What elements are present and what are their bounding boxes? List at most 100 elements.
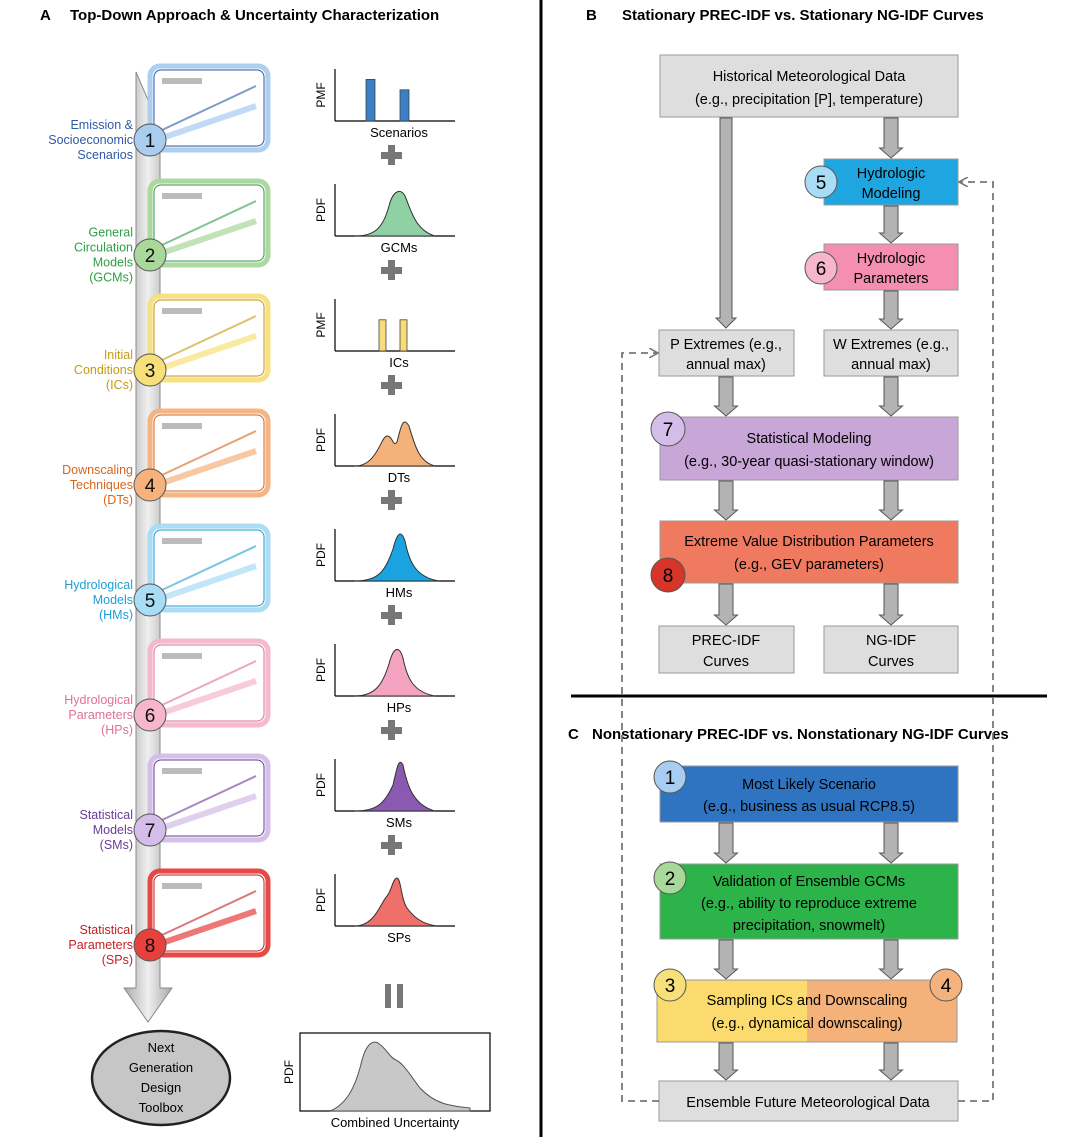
- arrow-stat-to-evd-left: [713, 480, 739, 521]
- panel-b: B Stationary PREC-IDF vs. Stationary NG-…: [586, 7, 984, 674]
- step-8-label-line-2: Parameters: [68, 938, 133, 952]
- sampling-line1: Sampling ICs and Downscaling: [707, 993, 908, 1009]
- step-1-number: 1: [145, 131, 156, 152]
- dist-dts: PDF DTs: [314, 414, 455, 485]
- hydrologic-parameters-line1: Hydrologic: [857, 251, 926, 267]
- badge-c-4: 4: [929, 968, 963, 1002]
- historical-data-title: Historical Meteorological Data: [713, 69, 907, 85]
- ng-idf-line1: NG-IDF: [866, 633, 916, 649]
- hydrologic-modeling-line2: Modeling: [862, 186, 921, 202]
- step-3-badge: 3: [133, 353, 167, 387]
- scenario-box: [659, 765, 959, 823]
- future-data-box: [658, 1080, 959, 1122]
- step-5-label-line-1: Hydrological: [64, 578, 133, 592]
- evd-parameters-line2: (e.g., GEV parameters): [734, 557, 884, 573]
- scenario-line2: (e.g., business as usual RCP8.5): [703, 799, 915, 815]
- dist-xlabel: DTs: [388, 470, 411, 485]
- regression-scatter-thumbnail: [147, 868, 271, 958]
- arrow-gcm-to-sampling-left: [713, 939, 739, 980]
- parameter-table-thumbnail: [147, 638, 271, 728]
- uncertainty-steps: Emission &SocioeconomicScenarios1General…: [48, 63, 271, 967]
- step-2-label-line-2: Circulation: [74, 241, 133, 255]
- hydrological-model-thumbnail: [147, 523, 271, 613]
- badge-5-num: 5: [816, 173, 827, 194]
- badge-5: 5: [804, 165, 838, 199]
- pdf-curve: [354, 877, 438, 927]
- dist-ylabel: PDF: [314, 428, 328, 452]
- badge-8-num: 8: [663, 566, 674, 587]
- combined-uncertainty-plot: PDF Combined Uncertainty: [282, 1032, 491, 1130]
- plus-sign: [381, 375, 402, 395]
- dist-ylabel: PDF: [314, 658, 328, 682]
- gcm-validation-box: [659, 863, 959, 940]
- dist-sms: PDF SMs: [314, 759, 455, 830]
- plus-sign: [381, 260, 402, 280]
- arrow-stat-to-evd-right: [878, 480, 904, 521]
- p-extremes-box: [658, 329, 795, 377]
- prec-idf-line1: PREC-IDF: [692, 633, 761, 649]
- step-3-number: 3: [145, 361, 156, 382]
- future-data-label: Ensemble Future Meteorological Data: [686, 1095, 930, 1111]
- badge-c-1-num: 1: [665, 768, 676, 789]
- scenarios-chart-thumbnail: [147, 63, 271, 153]
- step-4-label-line-2: Techniques: [70, 478, 133, 492]
- arrow-hydro-to-params: [878, 205, 904, 244]
- arrow-sampling-to-future-left: [713, 1042, 739, 1081]
- dist-xlabel: SPs: [387, 930, 411, 945]
- step-7-label-line-2: Models: [93, 823, 133, 837]
- historical-data-sub: (e.g., precipitation [P], temperature): [695, 92, 923, 108]
- toolbox-line-1: Next: [148, 1040, 175, 1055]
- design-toolbox-ellipse: Next Generation Design Toolbox: [90, 1029, 232, 1127]
- step-3-label-line-3: (ICs): [106, 378, 133, 392]
- step-5-number: 5: [145, 591, 156, 612]
- evd-parameters-line1: Extreme Value Distribution Parameters: [684, 534, 934, 550]
- hydrologic-parameters-box: [823, 243, 959, 291]
- panel-a-letter: A: [40, 7, 51, 24]
- badge-c-2: 2: [653, 861, 687, 895]
- combined-ylabel: PDF: [282, 1060, 296, 1084]
- arrow-scenario-to-gcm-right: [878, 822, 904, 864]
- arrow-evd-to-ng: [878, 583, 904, 626]
- hydrologic-modeling-box: [823, 158, 959, 206]
- dist-ylabel: PDF: [314, 198, 328, 222]
- toolbox-line-3: Design: [141, 1080, 181, 1095]
- dist-ylabel: PDF: [314, 773, 328, 797]
- ng-idf-line2: Curves: [868, 654, 914, 670]
- feedback-arrow-right: [958, 182, 994, 1102]
- pdf-curve: [354, 761, 436, 812]
- arrow-evd-to-prec: [713, 583, 739, 626]
- step-7-badge: 7: [133, 813, 167, 847]
- sampling-box-border: [656, 979, 958, 1043]
- step-1-label-line-1: Emission &: [70, 118, 133, 132]
- downscaling-grid-thumbnail: [147, 408, 271, 498]
- prec-idf-line2: Curves: [703, 654, 749, 670]
- plus-sign: [381, 490, 402, 510]
- badge-7: 7: [650, 411, 686, 447]
- badge-c-4-num: 4: [941, 976, 952, 997]
- initial-conditions-maps-thumbnail: [147, 293, 271, 383]
- step-5-label-line-2: Models: [93, 593, 133, 607]
- badge-c-3-num: 3: [665, 976, 676, 997]
- toolbox-line-4: Toolbox: [139, 1100, 184, 1115]
- step-1-label-line-2: Socioeconomic: [48, 133, 133, 147]
- pmf-bar: [365, 79, 376, 122]
- badge-6: 6: [804, 251, 838, 285]
- pmf-bar: [399, 319, 408, 352]
- statistical-modeling-line1: Statistical Modeling: [747, 431, 872, 447]
- dist-xlabel: SMs: [386, 815, 413, 830]
- step-8-label-line-3: (SPs): [102, 953, 133, 967]
- statistical-model-thumbnail: [147, 753, 271, 843]
- step-3-label-line-2: Conditions: [74, 363, 133, 377]
- panel-c-title: Nonstationary PREC-IDF vs. Nonstationary…: [592, 726, 1009, 743]
- panel-b-letter: B: [586, 7, 597, 24]
- badge-c-3: 3: [653, 968, 687, 1002]
- statistical-modeling-line2: (e.g., 30-year quasi-stationary window): [684, 454, 934, 470]
